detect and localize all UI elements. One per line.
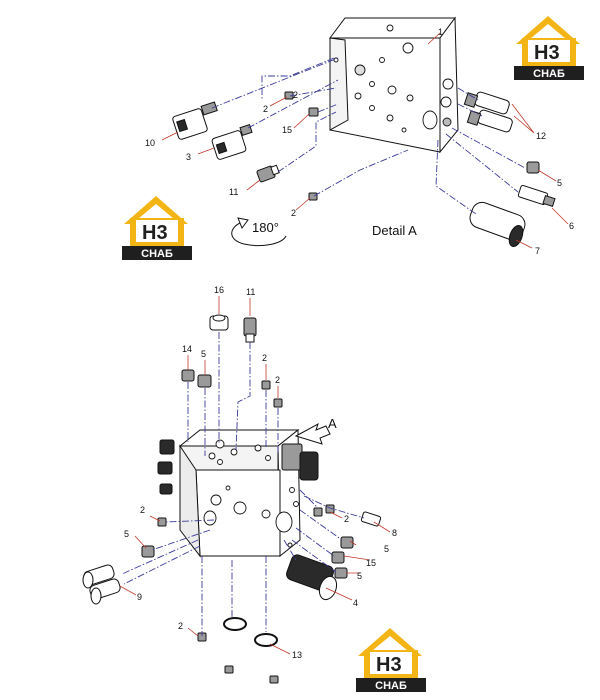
callout-2-main-d: 2	[140, 505, 145, 515]
callout-2-b: 2	[291, 208, 296, 218]
main-part-4-cartridge	[286, 554, 338, 601]
main-oring-a	[223, 617, 247, 631]
main-part-5-plug-b	[340, 536, 354, 549]
callout-1: 1	[438, 27, 443, 37]
detail-a-part-7-cartridge	[469, 201, 526, 248]
detail-a-part-6-valve	[517, 184, 556, 207]
detail-a-part-5-plug	[526, 161, 540, 174]
logo-text: СНАБ	[141, 248, 173, 260]
logo-text: СНАБ	[533, 68, 565, 80]
main-leaders	[119, 296, 391, 655]
callout-2-main-c: 2	[344, 514, 349, 524]
detail-a-part-12-fittings	[463, 91, 513, 133]
callout-7: 7	[535, 246, 540, 256]
main-part-13-oring	[254, 633, 278, 647]
callout-8: 8	[392, 528, 397, 538]
logo-bottom: H3 СНАБ	[356, 628, 426, 692]
main-part-2-plug-c	[313, 507, 323, 517]
callout-10: 10	[145, 138, 155, 148]
detail-a-plugs	[284, 91, 319, 201]
main-part-9-fittings	[82, 564, 121, 605]
callout-12: 12	[536, 131, 546, 141]
callout-5: 5	[557, 178, 562, 188]
detail-a-valve-block	[329, 16, 459, 154]
callout-13: 13	[292, 650, 302, 660]
callout-14: 14	[182, 344, 192, 354]
callout-11: 11	[229, 187, 238, 197]
callout-2-a: 2	[263, 104, 268, 114]
logo-text: СНАБ	[375, 680, 407, 692]
main-bottom-plug-a	[224, 665, 234, 674]
logo-middle-left: H3 СНАБ	[122, 196, 192, 260]
callout-11-main: 11	[246, 287, 255, 297]
detail-a-leaders	[161, 32, 569, 249]
logo-mark: H3	[142, 222, 168, 244]
main-part-2-plug-e	[157, 517, 167, 527]
main-part-5-plug-top	[197, 374, 212, 388]
detail-a-part-11-sensor	[256, 164, 280, 183]
callout-16: 16	[214, 285, 224, 295]
main-part-8-fitting	[360, 511, 382, 527]
callout-5-main-b: 5	[384, 544, 389, 554]
rotation-arrowhead	[237, 217, 249, 230]
main-part-5-plug-c	[334, 567, 348, 579]
callout-2-main-a: 2	[262, 353, 267, 363]
main-valve-block	[157, 428, 319, 558]
detail-a-assembly-lines	[211, 57, 526, 215]
main-part-15-plug	[331, 551, 345, 564]
logo-mark: H3	[376, 654, 402, 676]
callout-15-main: 15	[366, 558, 376, 568]
detail-a-view: 180° Detail A 1 2 2 2 3 5 6 7 10 11 12 1…	[145, 16, 574, 256]
callout-2-c: 2	[293, 90, 298, 100]
callout-4: 4	[353, 598, 358, 608]
main-assembly-lines	[121, 332, 365, 636]
callout-5-main-d: 5	[124, 529, 129, 539]
callout-3: 3	[186, 152, 191, 162]
main-part-5-plug-d	[141, 545, 155, 558]
main-part-14-plug	[181, 369, 195, 382]
callout-5-top: 5	[201, 349, 206, 359]
callout-5-main-c: 5	[357, 571, 362, 581]
rotation-arrow-icon	[231, 221, 287, 247]
main-part-11-sensor	[243, 317, 257, 343]
main-part-2-plug-a	[261, 380, 271, 390]
main-part-2-plug-b	[273, 398, 283, 408]
callout-15: 15	[282, 125, 292, 135]
callout-6: 6	[569, 221, 574, 231]
callout-2-main-b: 2	[275, 375, 280, 385]
view-arrow-icon	[294, 422, 331, 445]
detail-a-part-10-solenoid	[172, 101, 218, 140]
main-part-16-plug	[209, 314, 229, 331]
detail-a-title: Detail A	[372, 223, 417, 238]
callout-9: 9	[137, 592, 142, 602]
logo-top-right: H3 СНАБ	[514, 16, 584, 80]
detail-a-part-3-solenoid	[211, 124, 253, 160]
rotation-label: 180°	[252, 220, 279, 235]
logo-mark: H3	[534, 42, 560, 64]
main-view: A 16 11	[82, 285, 397, 684]
callout-2-main-e: 2	[178, 621, 183, 631]
main-bottom-plug-b	[269, 675, 279, 684]
view-marker-a: A	[328, 416, 337, 431]
